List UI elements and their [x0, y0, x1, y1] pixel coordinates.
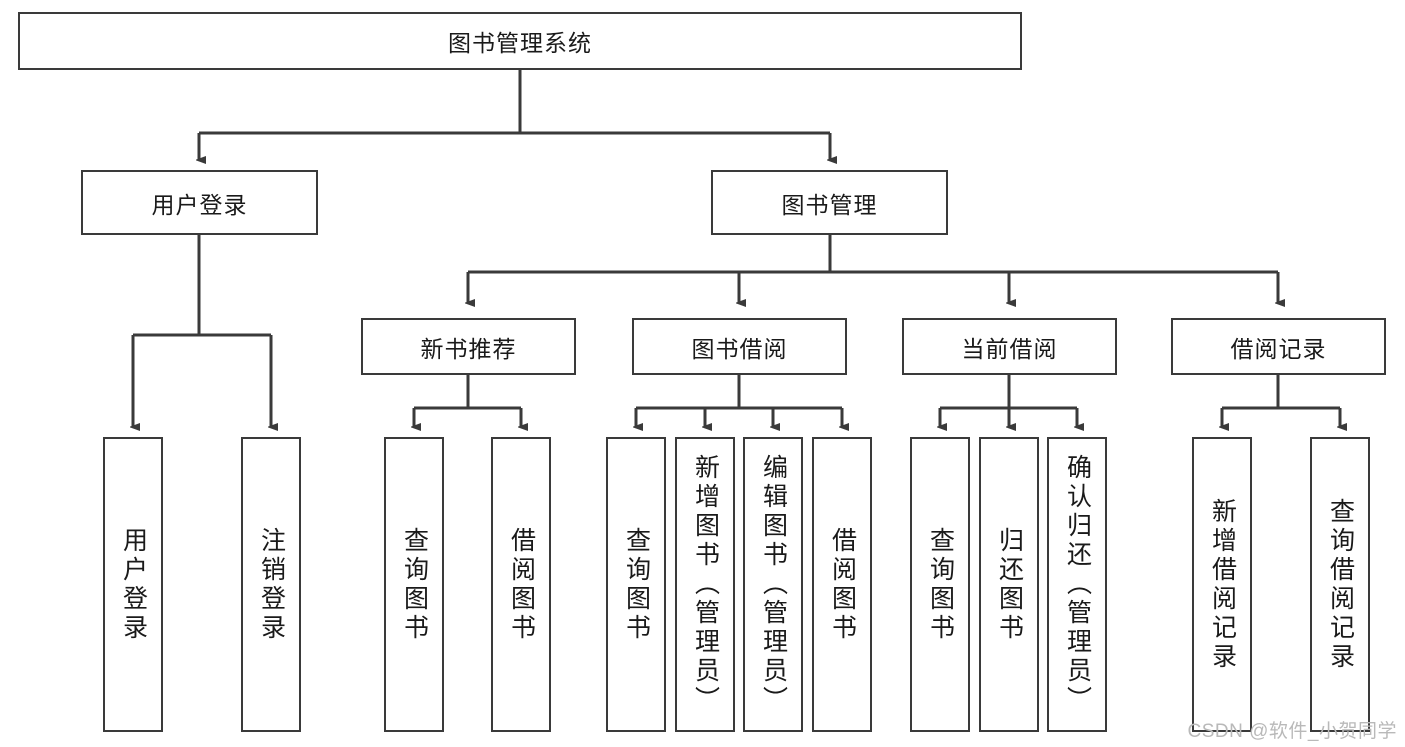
- leaf-query-book-3[interactable]: 查询图书: [910, 437, 970, 732]
- node-book-manage[interactable]: 图书管理: [711, 170, 948, 235]
- node-borrow-record-label: 借阅记录: [1230, 335, 1327, 362]
- leaf-query-book-1[interactable]: 查询图书: [384, 437, 444, 732]
- leaf-return-book[interactable]: 归还图书: [979, 437, 1039, 732]
- leaf-borrow-book-1[interactable]: 借阅图书: [491, 437, 551, 732]
- leaf-borrow-book-1-label: 借阅图书: [507, 526, 536, 643]
- node-book-manage-label: 图书管理: [781, 191, 878, 218]
- node-root-label: 图书管理系统: [448, 30, 592, 56]
- leaf-edit-book[interactable]: 编辑图书（管理员）: [743, 437, 803, 732]
- leaf-edit-book-label: 编辑图书（管理员）: [759, 454, 788, 715]
- node-new-book-recommend[interactable]: 新书推荐: [361, 318, 576, 375]
- leaf-add-book[interactable]: 新增图书（管理员）: [675, 437, 735, 732]
- leaf-add-record[interactable]: 新增借阅记录: [1192, 437, 1252, 732]
- leaf-user-logout[interactable]: 注销登录: [241, 437, 301, 732]
- node-root[interactable]: 图书管理系统: [18, 12, 1022, 70]
- node-borrow-record[interactable]: 借阅记录: [1171, 318, 1386, 375]
- node-book-borrow[interactable]: 图书借阅: [632, 318, 847, 375]
- leaf-query-record-label: 查询借阅记录: [1326, 497, 1355, 672]
- node-current-borrow[interactable]: 当前借阅: [902, 318, 1117, 375]
- csdn-watermark: CSDN @软件_小贺同学: [1187, 721, 1397, 742]
- leaf-query-book-2[interactable]: 查询图书: [606, 437, 666, 732]
- leaf-borrow-book-2[interactable]: 借阅图书: [812, 437, 872, 732]
- leaf-return-book-label: 归还图书: [995, 526, 1024, 643]
- node-new-book-recommend-label: 新书推荐: [420, 335, 517, 362]
- leaf-user-logout-label: 注销登录: [257, 526, 286, 643]
- node-current-borrow-label: 当前借阅: [961, 335, 1058, 362]
- leaf-confirm-return[interactable]: 确认归还（管理员）: [1047, 437, 1107, 732]
- leaf-user-login[interactable]: 用户登录: [103, 437, 163, 732]
- leaf-borrow-book-2-label: 借阅图书: [828, 526, 857, 643]
- node-user-login[interactable]: 用户登录: [81, 170, 318, 235]
- leaf-query-record[interactable]: 查询借阅记录: [1310, 437, 1370, 732]
- leaf-add-book-label: 新增图书（管理员）: [691, 454, 720, 715]
- leaf-add-record-label: 新增借阅记录: [1208, 497, 1237, 672]
- leaf-query-book-2-label: 查询图书: [622, 526, 651, 643]
- leaf-confirm-return-label: 确认归还（管理员）: [1063, 454, 1092, 715]
- node-user-login-label: 用户登录: [151, 191, 248, 218]
- leaf-user-login-label: 用户登录: [119, 526, 148, 643]
- leaf-query-book-3-label: 查询图书: [926, 526, 955, 643]
- leaf-query-book-1-label: 查询图书: [400, 526, 429, 643]
- node-book-borrow-label: 图书借阅: [691, 335, 788, 362]
